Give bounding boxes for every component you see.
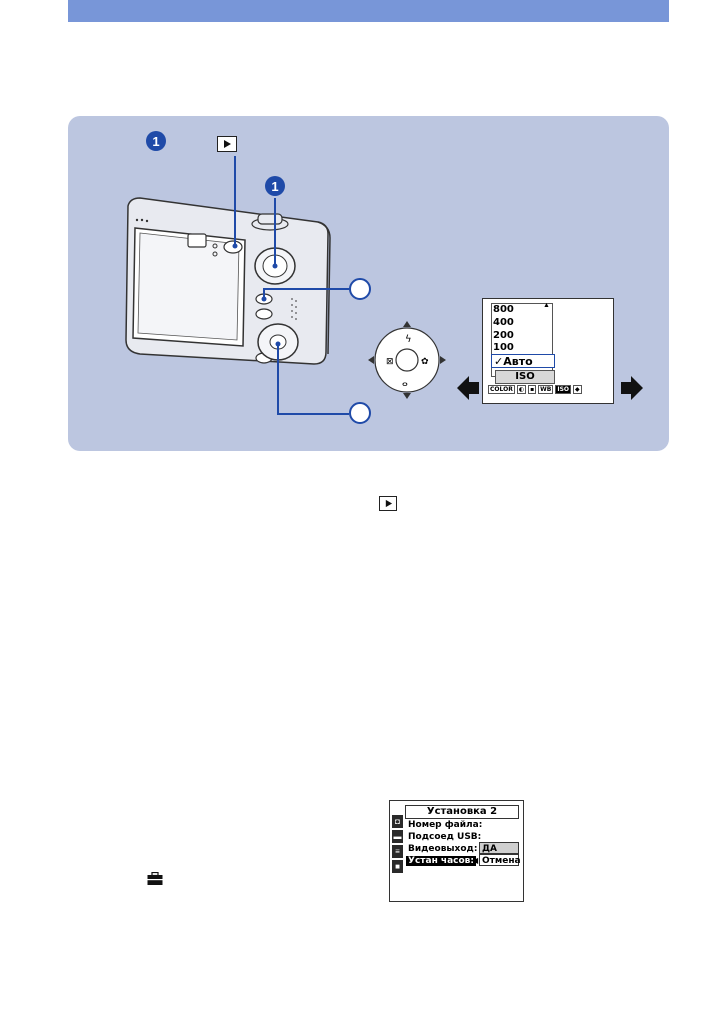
setup-option-yes[interactable]: ДА: [479, 842, 519, 854]
menu-tab-metering-icon[interactable]: ▪: [528, 385, 537, 394]
iso-option-200[interactable]: 200: [493, 330, 514, 341]
svg-text:ϟ: ϟ: [405, 334, 412, 345]
iso-option-400[interactable]: 400: [493, 317, 514, 328]
play-button-icon: [217, 136, 237, 152]
setup-menu-screen: ◘ ▬ ≡ ■ Установка 2 Номер файла: Подсоед…: [389, 800, 524, 902]
setup1-tab-icon[interactable]: ≡: [392, 845, 403, 858]
setup-option-cancel[interactable]: Отмена: [479, 854, 521, 866]
scroll-up-icon: ▲: [543, 302, 550, 309]
menu-tab-bar: COLOR ◐ ▪ WB ISO ◆: [488, 385, 608, 394]
camera-illustration: ϟ ⊠ ✿ ⴰ: [125, 156, 643, 415]
option-arrow-icon: ◀: [472, 856, 479, 865]
camera-tab-icon[interactable]: ◘: [392, 815, 403, 828]
iso-option-auto-selected[interactable]: ✓Авто: [491, 354, 555, 368]
setup2-tab-icon[interactable]: ■: [392, 860, 403, 873]
step-3-badge: [349, 402, 371, 424]
menu-tab-wb[interactable]: WB: [538, 385, 554, 394]
setup-tabs: ◘ ▬ ≡ ■: [392, 815, 403, 877]
setup-row-file-number[interactable]: Номер файла:: [408, 820, 483, 830]
svg-text:✿: ✿: [421, 357, 429, 367]
setup-row-video-out[interactable]: Видеовыход:: [408, 844, 478, 854]
menu-tab-color[interactable]: COLOR: [488, 385, 515, 394]
menu-tab-quality-icon[interactable]: ◆: [573, 385, 582, 394]
toolbox-icon: [147, 871, 163, 891]
setup-menu-title: Установка 2: [405, 805, 519, 819]
step-2-badge: [349, 278, 371, 300]
menu-tab-effect-icon[interactable]: ◐: [516, 385, 527, 394]
memory-tab-icon[interactable]: ▬: [392, 830, 403, 843]
setup-row-clock-set[interactable]: Устан часов:: [406, 856, 476, 866]
menu-tab-iso[interactable]: ISO: [555, 385, 572, 394]
iso-menu-screen: 800 400 200 100 ▲ ✓Авто ISO COLOR ◐ ▪ WB…: [482, 298, 614, 404]
iso-auto-label: Авто: [503, 355, 533, 368]
svg-text:ⴰ: ⴰ: [402, 379, 408, 389]
setup-row-usb-connect[interactable]: Подсоед USB:: [408, 832, 482, 842]
illustration-panel: 1 1: [68, 116, 669, 451]
header-bar: [68, 0, 669, 22]
iso-option-100[interactable]: 100: [493, 342, 514, 353]
inline-play-button-icon: [379, 496, 397, 511]
svg-text:⊠: ⊠: [386, 357, 394, 367]
step-1-badge-dial: 1: [265, 176, 285, 196]
step-1-badge: 1: [146, 131, 166, 151]
iso-menu-label: ISO: [495, 370, 555, 384]
iso-option-800[interactable]: 800: [493, 304, 514, 315]
